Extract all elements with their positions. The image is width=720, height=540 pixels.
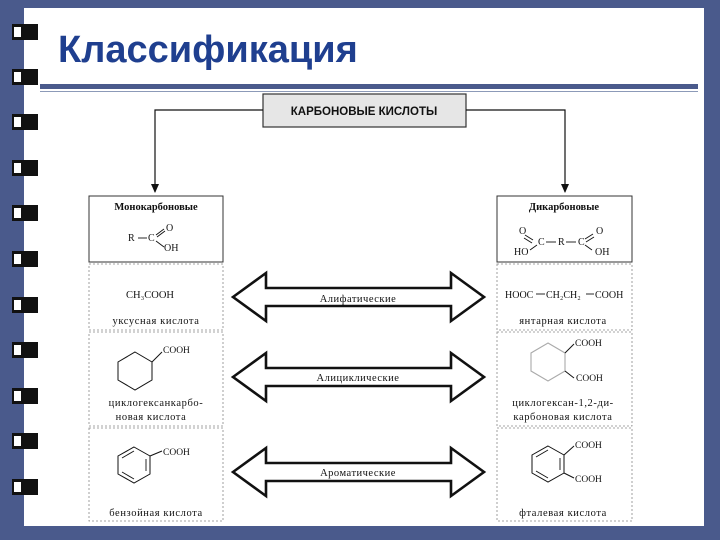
arrow-alicyclic: Алициклические xyxy=(230,350,487,404)
arrow-aromatic: Ароматические xyxy=(230,445,487,499)
cyclohexane-name-line2: новая кислота xyxy=(116,412,187,423)
formula-ho: HO xyxy=(514,247,528,258)
phthalic-cooh-1: COOH xyxy=(575,441,602,451)
bond xyxy=(156,230,166,238)
mono-example-box-3 xyxy=(88,427,224,522)
succinic-part-1: HOOC xyxy=(505,290,534,301)
bond xyxy=(564,370,575,379)
mono-general-formula: R C O OH xyxy=(128,223,178,254)
aromatic-bond xyxy=(535,470,549,479)
double-arrow-shape xyxy=(230,270,487,324)
mono-title: Монокарбоновые xyxy=(114,202,198,213)
double-arrow-shape xyxy=(230,350,487,404)
bond xyxy=(155,228,165,236)
aromatic-bond xyxy=(121,471,135,480)
title-underline-thin xyxy=(40,91,698,92)
bond xyxy=(523,237,533,244)
root-box xyxy=(262,93,467,128)
formula-c: C xyxy=(538,237,545,248)
bond xyxy=(563,472,575,479)
bond xyxy=(524,234,534,241)
formula-o: O xyxy=(166,223,173,234)
mono-example-box-2 xyxy=(88,331,224,427)
mono-example-box-1 xyxy=(88,263,224,331)
bond xyxy=(584,233,594,240)
acetic-formula: CH₃COOH xyxy=(126,290,174,301)
succinic-part-2: CH₂CH₂ xyxy=(546,290,581,301)
mono-header-box xyxy=(88,195,224,263)
binding-ring-highlight xyxy=(14,482,21,492)
bond xyxy=(564,343,575,354)
binding-ring-highlight xyxy=(14,300,21,310)
binding-ring-highlight xyxy=(14,27,21,37)
arrow-label-alicyclic: Алициклические xyxy=(317,373,400,384)
cyclohexane-cooh-1: COOH xyxy=(575,339,602,349)
formula-o: O xyxy=(596,226,603,237)
connector-di xyxy=(466,109,569,193)
arrow-label-aliphatic: Алифатические xyxy=(320,294,397,305)
mono-column: Монокарбоновые R C O OH CH₃COOH уксусная… xyxy=(88,195,224,522)
binding-ring-highlight xyxy=(14,391,21,401)
bond xyxy=(563,445,575,456)
phthalic-cooh-2: COOH xyxy=(575,475,602,485)
acetic-name: уксусная кислота xyxy=(113,316,200,327)
di-general-formula: O HO C R C O OH xyxy=(514,226,609,258)
bond xyxy=(529,244,538,251)
bond xyxy=(584,244,593,251)
formula-o: O xyxy=(519,226,526,237)
di-title: Дикарбоновые xyxy=(529,202,600,213)
binding-rings xyxy=(12,24,38,495)
cyclohexane-name-line1: циклогексанкарбо- xyxy=(109,398,204,409)
bond xyxy=(155,240,165,248)
formula-oh: OH xyxy=(595,247,609,258)
bond xyxy=(585,236,595,243)
di-header-box xyxy=(496,195,633,263)
di-example-box-3 xyxy=(496,427,633,522)
formula-oh: OH xyxy=(164,243,178,254)
bond xyxy=(149,450,163,457)
binding-ring-highlight xyxy=(14,254,21,264)
benzoic-name: бензойная кислота xyxy=(109,508,202,519)
aromatic-bond xyxy=(535,449,549,458)
formula-c: C xyxy=(148,233,155,244)
binding-ring-highlight xyxy=(14,163,21,173)
formula-c: C xyxy=(578,237,585,248)
cyclohexane-cooh: COOH xyxy=(163,346,190,356)
formula-r: R xyxy=(558,237,565,248)
binding-ring-highlight xyxy=(14,72,21,82)
di-example-box-2 xyxy=(496,331,633,427)
aromatic-bond xyxy=(121,450,135,459)
succinic-name: янтарная кислота xyxy=(519,316,607,327)
cyclohexane-dicarb-name-line2: карбоновая кислота xyxy=(513,412,612,423)
cyclohexane-cooh-2: COOH xyxy=(576,374,603,384)
formula-r: R xyxy=(128,233,135,244)
title-underline xyxy=(40,84,698,89)
root-label: КАРБОНОВЫЕ КИСЛОТЫ xyxy=(291,106,438,118)
arrow-aliphatic: Алифатические xyxy=(230,270,487,324)
binding-ring-highlight xyxy=(14,208,21,218)
di-example-box-1 xyxy=(496,263,633,331)
binding-ring-highlight xyxy=(14,345,21,355)
cyclohexane-dicarb-name-line1: циклогексан-1,2-ди- xyxy=(512,398,614,409)
binding-ring-highlight xyxy=(14,117,21,127)
di-column: Дикарбоновые O HO C R C O OH HOOC CH₂CH₂… xyxy=(496,195,633,522)
double-arrow-shape xyxy=(230,445,487,499)
arrow-label-aromatic: Ароматические xyxy=(320,468,396,479)
phthalic-name: фталевая кислота xyxy=(519,508,607,519)
slide-title: Классификация xyxy=(58,29,358,71)
connector-mono xyxy=(151,109,263,193)
succinic-part-3: COOH xyxy=(595,290,623,301)
binding-ring-highlight xyxy=(14,436,21,446)
bond xyxy=(151,351,163,363)
benzoic-cooh: COOH xyxy=(163,448,190,458)
